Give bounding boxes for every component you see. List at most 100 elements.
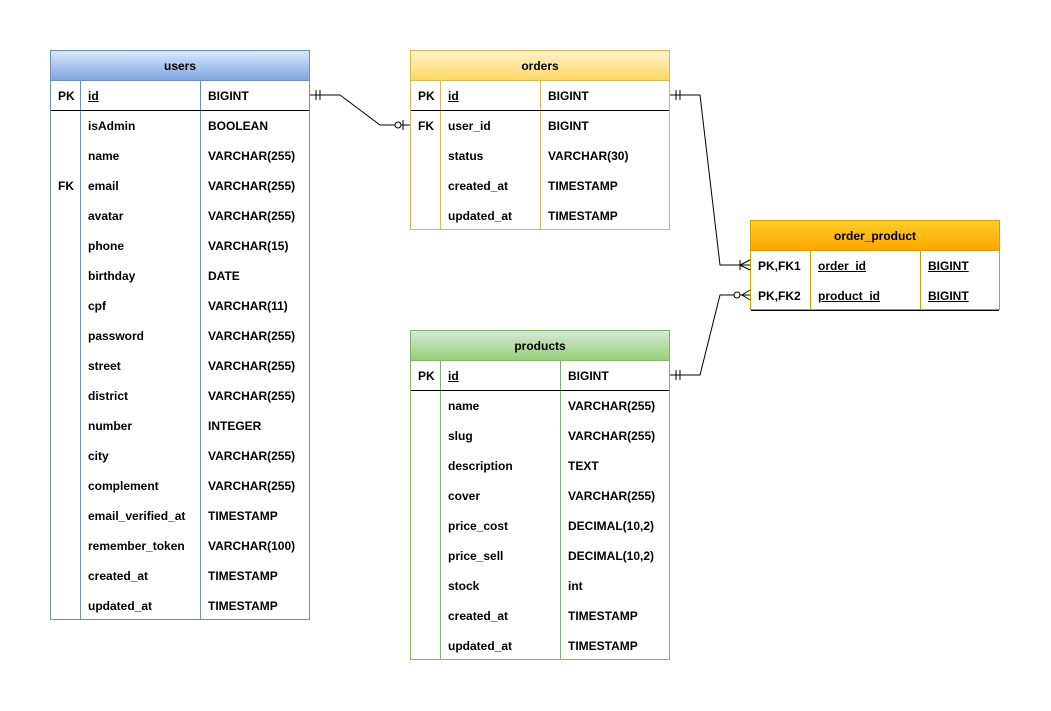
column-name: updated_at [448,209,513,223]
key-label: PK,FK1 [758,259,801,273]
attribute-row[interactable]: updated_at TIMESTAMP [411,201,669,231]
relationship-line [310,94,410,126]
key-label: FK [58,179,74,193]
column-name: stock [448,579,480,593]
attribute-row[interactable]: price_sell DECIMAL(10,2) [411,541,669,571]
optional-circle-marker [733,291,741,299]
pk-section-divider [411,110,669,111]
column-type: TIMESTAMP [208,509,278,523]
column-type: INTEGER [208,419,262,433]
column-name: remember_token [88,539,185,553]
column-name: id [448,369,459,383]
column-type: DECIMAL(10,2) [568,549,655,563]
column-type: TEXT [568,459,599,473]
attribute-row[interactable]: street VARCHAR(255) [51,351,309,381]
column-name: price_sell [448,549,504,563]
attribute-row[interactable]: description TEXT [411,451,669,481]
column-name: complement [88,479,159,493]
column-name: name [448,399,480,413]
column-name: id [448,89,459,103]
column-name: street [88,359,121,373]
crowfoot-marker [741,289,751,296]
column-name: order_id [818,259,867,273]
entity-title: products [411,331,669,361]
column-divider [920,251,921,309]
column-type: VARCHAR(30) [548,149,629,163]
column-divider [440,81,441,229]
column-type: VARCHAR(255) [208,359,296,373]
column-type: BIGINT [568,369,609,383]
column-name: district [88,389,129,403]
column-name: phone [88,239,124,253]
column-name: id [88,89,99,103]
relationship-line [670,294,750,376]
column-name: user_id [448,119,491,133]
column-type: TIMESTAMP [208,569,278,583]
column-name: updated_at [88,599,153,613]
column-name: city [88,449,109,463]
attribute-row[interactable]: FK email VARCHAR(255) [51,171,309,201]
crowfoot-marker [739,259,751,266]
column-type: VARCHAR(255) [208,179,296,193]
entity-title: users [51,51,309,81]
attribute-row[interactable]: FK user_id BIGINT [411,111,669,141]
column-name: email [88,179,119,193]
column-type: TIMESTAMP [548,179,618,193]
relationship-orders-order_product [670,90,751,271]
pk-section-divider [51,110,309,111]
column-type: DECIMAL(10,2) [568,519,655,533]
column-name: birthday [88,269,136,283]
column-name: isAdmin [88,119,136,133]
column-name: cover [448,489,481,503]
attribute-row[interactable]: city VARCHAR(255) [51,441,309,471]
column-type: VARCHAR(255) [568,429,656,443]
relationship-products-order_product [670,289,751,380]
column-type: VARCHAR(255) [208,209,296,223]
column-type: BIGINT [548,119,589,133]
column-type: TIMESTAMP [568,609,638,623]
pk-section-divider [411,390,669,391]
crowfoot-marker [739,264,751,271]
attribute-row[interactable]: complement VARCHAR(255) [51,471,309,501]
key-label: FK [418,119,434,133]
column-type: TIMESTAMP [548,209,618,223]
column-type: VARCHAR(255) [208,449,296,463]
column-name: description [448,459,513,473]
column-divider [440,361,441,659]
column-type: VARCHAR(255) [208,479,296,493]
column-type: TIMESTAMP [568,639,638,653]
